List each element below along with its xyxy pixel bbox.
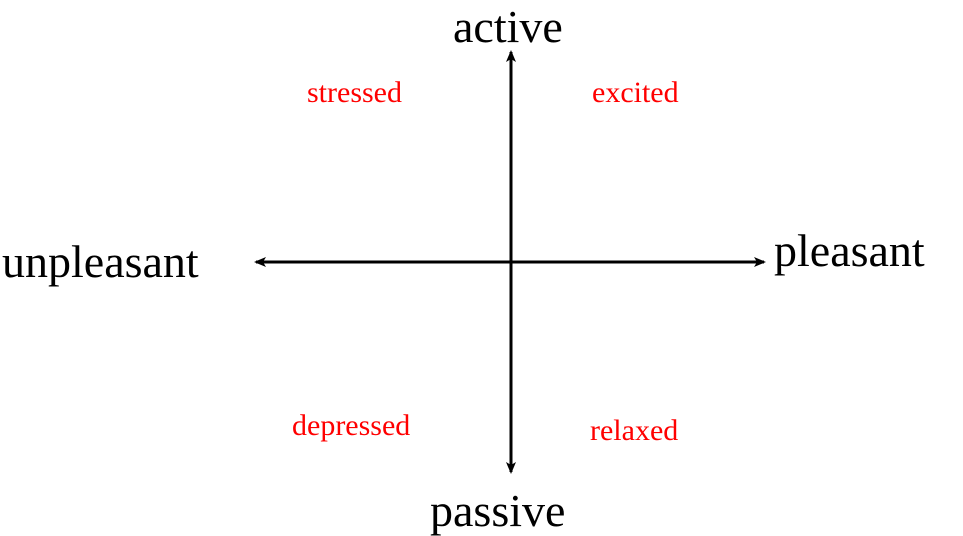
axis-label-active: active	[453, 1, 563, 52]
axis-label-passive: passive	[430, 485, 566, 536]
quadrant-label-depressed: depressed	[292, 409, 411, 442]
quadrant-label-stressed: stressed	[307, 76, 402, 109]
axis-label-pleasant: pleasant	[774, 225, 925, 276]
quadrant-label-excited: excited	[592, 76, 679, 109]
axis-label-unpleasant: unpleasant	[2, 236, 199, 287]
quadrant-label-relaxed: relaxed	[590, 414, 679, 447]
